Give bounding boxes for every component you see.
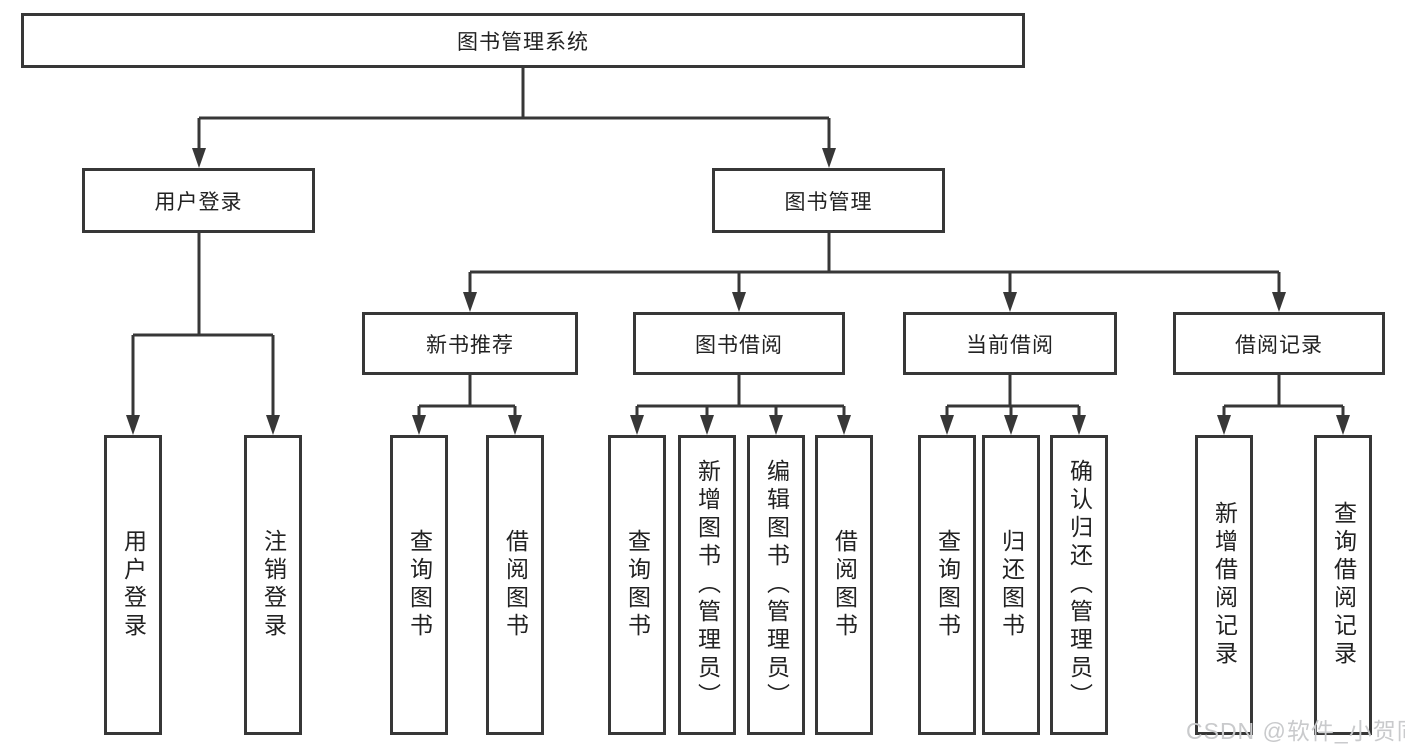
node-new-book-recommend: 新书推荐	[362, 312, 578, 375]
node-current-borrow: 当前借阅	[903, 312, 1117, 375]
leaf-query-books-current: 查询图书	[918, 435, 976, 735]
leaf-edit-books-admin: 编辑图书（管理员）	[747, 435, 805, 735]
leaf-user-login: 用户登录	[104, 435, 162, 735]
node-book-management: 图书管理	[712, 168, 945, 233]
leaf-add-borrow-record: 新增借阅记录	[1195, 435, 1253, 735]
node-book-borrow: 图书借阅	[633, 312, 845, 375]
leaf-add-books-admin: 新增图书（管理员）	[678, 435, 736, 735]
leaf-borrow-books: 借阅图书	[815, 435, 873, 735]
leaf-query-books-recommend: 查询图书	[390, 435, 448, 735]
arrowhead-icons	[126, 148, 1350, 435]
leaf-return-books: 归还图书	[982, 435, 1040, 735]
node-root: 图书管理系统	[21, 13, 1025, 68]
node-borrow-records: 借阅记录	[1173, 312, 1385, 375]
leaf-query-books-borrow: 查询图书	[608, 435, 666, 735]
leaf-logout: 注销登录	[244, 435, 302, 735]
leaf-borrow-books-recommend: 借阅图书	[486, 435, 544, 735]
watermark: CSDN @软件_小贺同学	[1186, 718, 1405, 744]
leaf-query-borrow-record: 查询借阅记录	[1314, 435, 1372, 735]
node-user-login: 用户登录	[82, 168, 315, 233]
leaf-confirm-return-admin: 确认归还（管理员）	[1050, 435, 1108, 735]
